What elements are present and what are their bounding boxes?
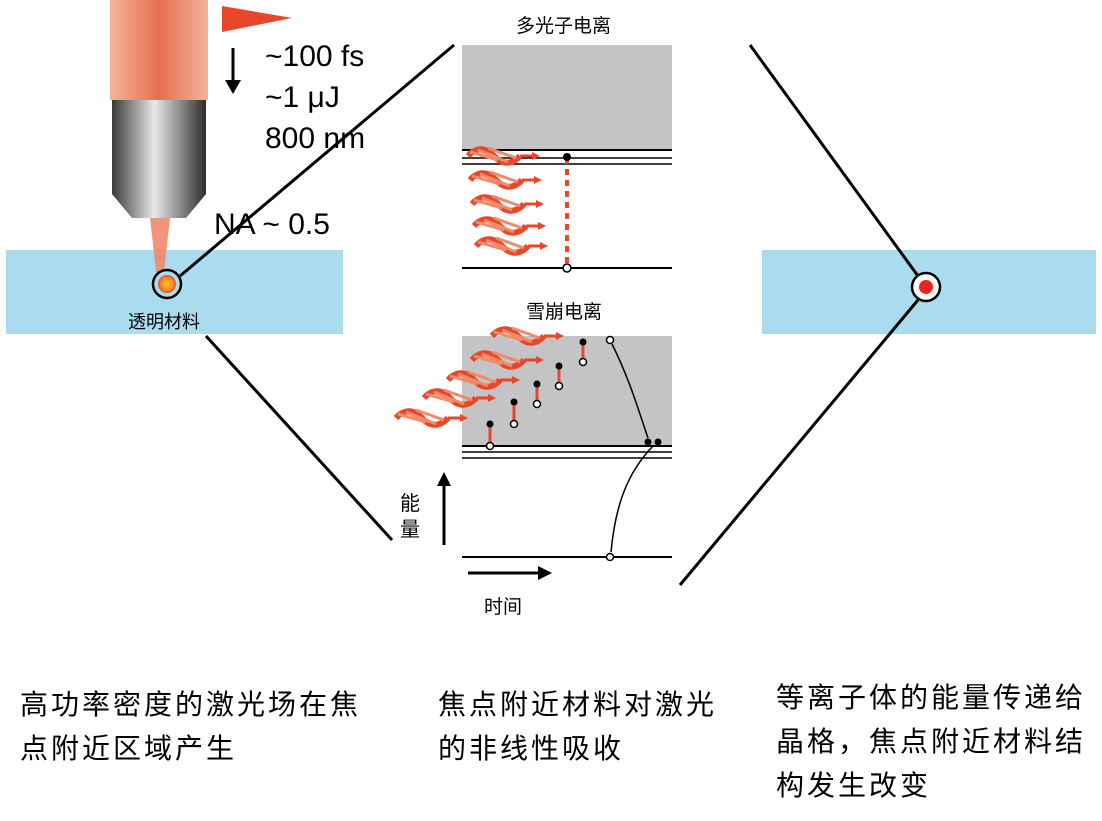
laser-beam-icon [110, 0, 208, 100]
material-slab-left [6, 250, 343, 334]
multiphoton-panel [462, 45, 672, 273]
energy-axis-label: 能 量 [400, 491, 420, 541]
photon-icon [474, 218, 546, 233]
pulse-flag-icon [222, 6, 292, 32]
caption-left: 高功率密度的激光场在焦点附近区域产生 [20, 688, 362, 765]
material-label: 透明材料 [128, 312, 200, 333]
caption-middle: 焦点附近材料对激光的非线性吸收 [438, 688, 718, 765]
time-axis-label: 时间 [484, 596, 523, 618]
objective-lens-icon [112, 100, 206, 218]
multiphoton-title: 多光子电离 [516, 15, 612, 37]
photon-icon [476, 238, 548, 253]
caption-right: 等离子体的能量传递给晶格，焦点附近材料结构发生改变 [776, 681, 1087, 802]
pulse-energy-label: ~1 μJ [265, 81, 340, 114]
energy-axis-arrow [437, 472, 451, 545]
time-axis-arrow [468, 566, 552, 580]
wavelength-label: 800 nm [265, 122, 366, 155]
focal-spot-icon [151, 268, 183, 300]
photon-icon [396, 410, 468, 425]
connector-lines [179, 43, 920, 586]
focused-cone [150, 218, 170, 272]
avalanche-title: 雪崩电离 [526, 301, 603, 323]
avalanche-panel [396, 328, 672, 562]
numerical-aperture-label: NA ~ 0.5 [214, 208, 330, 241]
down-arrow-icon [225, 48, 241, 94]
pulse-duration-label: ~100 fs [265, 40, 365, 73]
photon-icon [470, 172, 542, 187]
photon-icon [472, 196, 544, 211]
focal-spot-right-icon [910, 271, 942, 303]
